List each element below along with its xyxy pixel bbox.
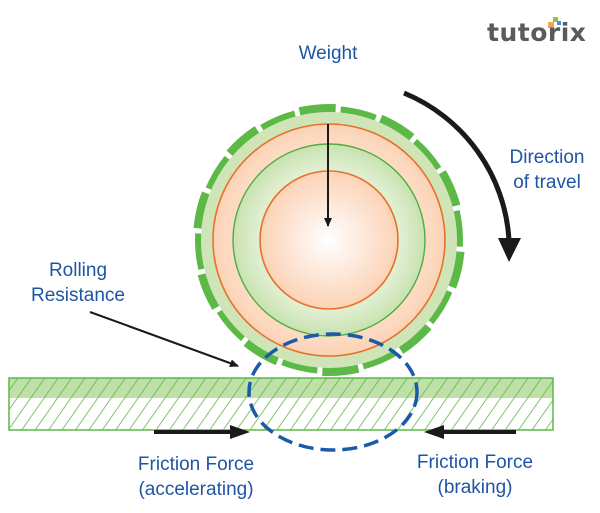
friction-accelerating-arrowhead-icon [230, 425, 250, 439]
wheel [193, 104, 465, 376]
tire-tread [193, 104, 465, 376]
friction-accelerating-label-line1: Friction Force [137, 454, 255, 475]
road-hatching [9, 378, 553, 430]
tread-segment [447, 251, 465, 289]
tread-segment [194, 233, 206, 270]
tread-segment [452, 210, 463, 247]
friction-braking-label-line1: Friction Force [416, 452, 534, 473]
tread-segment [197, 273, 221, 310]
tread-segment [193, 191, 211, 229]
logo-dot-blue [557, 21, 561, 25]
logo-dot-green [553, 17, 558, 22]
tread-segment [260, 110, 296, 132]
friction-braking-label-line2: (braking) [437, 477, 513, 498]
tread-segment [427, 289, 453, 325]
tread-segment [362, 348, 398, 370]
direction-label-line2: of travel [513, 172, 581, 193]
rolling-resistance-arrow [89, 311, 239, 368]
tread-segment [281, 358, 318, 374]
tread-segment [226, 126, 260, 157]
tread-segment [243, 338, 280, 366]
friction-braking-arrowhead-icon [424, 425, 444, 439]
tread-segment [437, 170, 461, 207]
friction-accelerating-label-line2: (accelerating) [138, 479, 254, 500]
contact-patch-ellipse [247, 332, 419, 452]
rolling-resistance-label-line1: Rolling [48, 260, 108, 281]
road-outline [8, 377, 554, 431]
tread-segment [322, 363, 360, 376]
tread-segment [412, 139, 442, 171]
weight-label: Weight [298, 43, 358, 64]
tread-segment [298, 104, 336, 117]
direction-label-line1: Direction [509, 147, 585, 168]
tread-segment [205, 155, 231, 191]
rolling-resistance-label-line2: Resistance [31, 285, 125, 306]
direction-arc [403, 90, 512, 241]
direction-arrowhead-icon [498, 238, 521, 262]
road-surface [8, 377, 554, 431]
tread-segment [340, 106, 377, 122]
tread-segment [398, 323, 432, 354]
tutorix-logo: tutorix [487, 18, 587, 47]
tread-segment [378, 114, 415, 142]
logo-dot-orange [548, 22, 554, 28]
tread-segment [216, 309, 246, 341]
